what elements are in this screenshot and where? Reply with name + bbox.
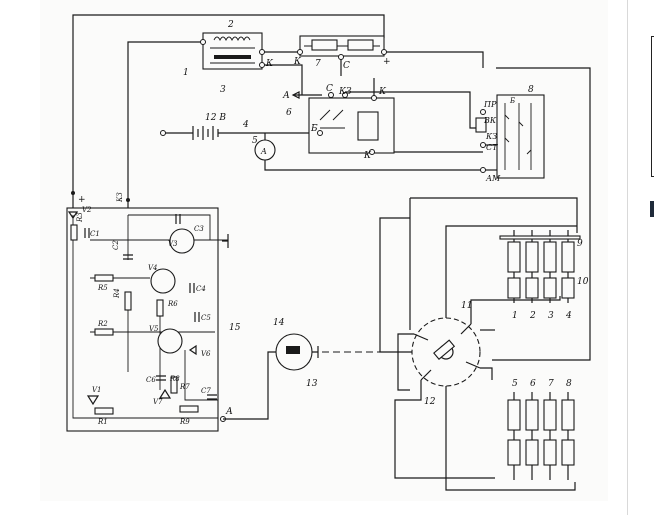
term-b-relay: Б — [310, 124, 318, 134]
cyl-4: 4 — [565, 311, 572, 321]
label-8: 8 — [528, 85, 534, 95]
transistor-switch-unit — [66, 191, 229, 432]
ammeter — [254, 139, 276, 161]
label-3: 3 — [220, 85, 226, 95]
cyl-5: 5 — [512, 379, 518, 389]
label-13: 13 — [306, 379, 318, 389]
v3: V3 — [168, 240, 178, 248]
term-plus-left: + — [78, 195, 86, 205]
term-kz-relay: КЗ — [338, 87, 352, 97]
labels: 1 2 3 4 5 6 7 8 9 10 11 12 13 14 15 К К … — [76, 20, 589, 426]
cyl-1: 1 — [512, 311, 518, 321]
page-divider — [627, 0, 628, 515]
term-pr: ПР — [483, 100, 497, 109]
cyl-6: 6 — [530, 379, 536, 389]
term-st: СТ — [486, 143, 498, 152]
cyl-3: 3 — [548, 311, 554, 321]
term-k-rheo: К — [293, 57, 302, 67]
term-c-relay: С — [326, 84, 333, 94]
additional-resistor — [297, 35, 387, 60]
spark-plugs-lower — [507, 392, 575, 480]
v6: V6 — [201, 350, 211, 358]
term-k-relay-top: К — [378, 87, 387, 97]
term-plus-rheo: + — [383, 57, 391, 67]
battery-voltage: 12 В — [205, 113, 226, 123]
label-14: 14 — [273, 318, 285, 328]
label-1: 1 — [183, 68, 189, 78]
r3: R3 — [76, 212, 84, 223]
cyl-8: 8 — [566, 379, 572, 389]
r8: R8 — [169, 375, 180, 383]
plug-2 — [525, 230, 539, 303]
r7: R7 — [179, 383, 190, 391]
term-kz-top: КЗ — [116, 192, 124, 203]
plug-8 — [561, 392, 575, 480]
battery — [160, 126, 219, 140]
c5: C5 — [201, 314, 211, 322]
label-4: 4 — [242, 120, 249, 130]
c3: C3 — [194, 225, 204, 233]
c6: C6 — [146, 376, 156, 384]
label-6: 6 — [286, 108, 292, 118]
ignition-switch — [475, 94, 545, 179]
v1: V1 — [92, 386, 102, 394]
r6: R6 — [167, 300, 178, 308]
label-11: 11 — [461, 301, 472, 311]
c1: C1 — [90, 230, 100, 238]
plug-6 — [525, 392, 539, 480]
starter-relay — [291, 91, 395, 155]
distributor-sensor — [223, 333, 412, 420]
v4: V4 — [148, 264, 158, 272]
v5: V5 — [149, 325, 159, 333]
term-c-rheo: С — [343, 61, 350, 71]
ammeter-label: A — [260, 147, 267, 156]
distributor-cap — [379, 217, 577, 491]
term-vk: ВК — [483, 116, 497, 125]
r5: R5 — [97, 284, 108, 292]
term-kz8: КЗ — [485, 132, 497, 141]
c7: C7 — [201, 387, 211, 395]
v7: V7 — [153, 398, 163, 406]
term-a-reg: А — [225, 407, 233, 417]
side-panel-marker — [650, 201, 654, 217]
label-5: 5 — [252, 136, 258, 146]
plug-1 — [507, 230, 521, 303]
v2: V2 — [82, 206, 92, 214]
term-am: АМ — [485, 174, 501, 183]
c4: C4 — [196, 285, 206, 293]
r9: R9 — [179, 418, 190, 426]
side-panel-edge — [651, 36, 654, 177]
cyl-2: 2 — [529, 311, 536, 321]
label-10: 10 — [577, 277, 589, 287]
term-b-top: Б — [509, 97, 515, 105]
term-k-relay-bottom: К — [363, 151, 372, 161]
cyl-7: 7 — [548, 379, 554, 389]
ignition-coil — [200, 32, 265, 70]
label-7: 7 — [315, 59, 321, 69]
plug-7 — [543, 392, 557, 480]
r4: R4 — [113, 288, 121, 299]
term-k-coil: К — [265, 59, 274, 69]
plug-3 — [543, 230, 557, 303]
label-9: 9 — [577, 239, 583, 249]
label-2: 2 — [227, 20, 234, 30]
plug-4 — [561, 230, 575, 303]
label-15: 15 — [229, 323, 241, 333]
spark-plugs-upper — [499, 230, 581, 303]
label-12: 12 — [424, 397, 436, 407]
term-a-relay: А — [282, 91, 290, 101]
r2: R2 — [97, 320, 108, 328]
r1: R1 — [97, 418, 108, 426]
c2: C2 — [112, 240, 120, 250]
plug-5 — [507, 392, 521, 480]
